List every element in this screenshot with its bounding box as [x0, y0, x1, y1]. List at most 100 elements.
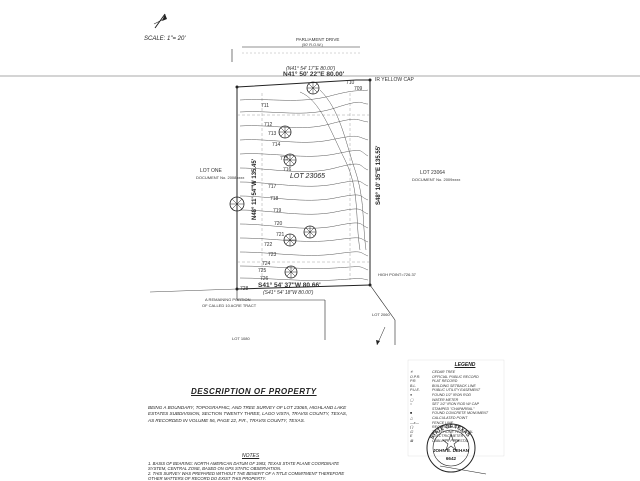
legend-symbol-icon: O.P.R.	[410, 374, 421, 379]
street-width: (50' R.O.W.)	[302, 43, 323, 47]
note-item: 1. BASIS OF BEARING: NORTH AMERICAN DATU…	[148, 461, 340, 471]
lot-boundary	[236, 79, 371, 290]
called-tract-label: OF CALLED 10 ACRE TRACT	[202, 303, 257, 308]
contour-label: 728	[240, 286, 249, 292]
contour-label: 711	[261, 103, 269, 109]
adjoining-lot-bottom: LOT 1080	[232, 336, 250, 341]
west-bearing: N48° 11' 54"W 135.45'	[252, 158, 258, 220]
adjoining-lot-bottom-right: LOT 2060	[372, 312, 390, 317]
east-bearing: S48° 10' 35"E 135.55'	[376, 145, 382, 205]
corner-marker-nw	[235, 85, 239, 89]
legend-symbol-icon: B.L.	[410, 383, 417, 388]
tree-cedar-4	[229, 196, 245, 212]
seal-surveyor-name: JOHN E. DEHAN	[433, 448, 469, 453]
legend-row: B.L.BUILDING SETBACK LINE	[410, 383, 476, 388]
south-bearing-record: (S41° 54' 18"W 80.00')	[263, 290, 314, 296]
legend-row: —x—FENCE LINE	[410, 420, 454, 425]
adjoining-lot-right: LOT 23064	[420, 170, 445, 176]
legend-symbol-icon: ○	[410, 402, 413, 407]
legend-symbol-icon: ■	[410, 411, 413, 416]
tree-cedar-2	[278, 125, 292, 139]
legend-row: ( )RECORD CALLS	[410, 425, 460, 430]
legend-frame	[407, 359, 505, 457]
contour-label: 709	[354, 86, 363, 92]
legend-symbol-icon: ⊠	[410, 438, 414, 443]
street-lines	[231, 46, 360, 62]
legend-row: ⊡TELEPHONE PEDESTAL	[410, 429, 474, 434]
description-title: DESCRIPTION OF PROPERTY	[191, 387, 317, 396]
leader-arrow-head	[376, 340, 380, 345]
adjoining-lot-one-doc: DOCUMENT No. 2008xxxx	[196, 175, 245, 180]
legend-row: STAMPED "CHAPARRAL"	[410, 407, 500, 412]
legend-symbol-icon: P.R.	[410, 379, 417, 384]
note-item: 2. THIS SURVEY WAS PREPARED WITHOUT THE …	[148, 471, 345, 481]
legend: LEGEND ✳CEDAR TREE O.P.R.OFFICIAL PUBLIC…	[410, 362, 500, 444]
north-arrow-icon	[153, 13, 167, 29]
legend-title: LEGEND	[454, 362, 476, 368]
notes-title: NOTES	[242, 453, 260, 459]
legend-symbol-icon: △	[410, 415, 413, 420]
notes-body: 1. BASIS OF BEARING: NORTH AMERICAN DATU…	[148, 461, 358, 481]
corner-marker-ne	[368, 78, 372, 82]
contour-label: 720	[274, 221, 283, 227]
contour-label: 719	[273, 208, 282, 214]
legend-symbol-icon: ✳	[410, 370, 414, 374]
contour-label: 714	[272, 142, 281, 148]
high-point-label: HIGH POINT=726.37	[378, 272, 416, 277]
description-body: BEING A BOUNDARY, TOPOGRAPHIC, AND TREE …	[148, 405, 348, 423]
adjoining-lot-one: LOT ONE	[200, 168, 222, 174]
tree-cedar-1	[306, 81, 320, 95]
remaining-portion-label: A REMAINING PORTION	[205, 297, 251, 302]
contour-label: 715	[280, 156, 289, 162]
lot-label: LOT 23065	[290, 173, 326, 180]
legend-row: P.R.PLAT RECORD	[410, 379, 458, 384]
legend-symbol-icon: ●	[410, 392, 413, 397]
legend-symbol-icon: E	[410, 434, 413, 439]
seal-number: 6642	[445, 456, 457, 461]
legend-symbol-icon: ( )	[410, 425, 414, 430]
legend-row: ▢WATER METER	[410, 397, 459, 402]
legend-row: ■FOUND CONCRETE MONUMENT	[410, 411, 489, 416]
legend-row: △CALCULATED POINT	[410, 415, 468, 420]
tree-cedar-3	[283, 153, 297, 167]
tree-cedar-5	[283, 233, 297, 247]
legend-symbol-icon: P.U.E.	[410, 388, 420, 393]
contour-label: 718	[270, 196, 279, 202]
legend-row: ⊠CABLE TV PEDESTAL	[410, 438, 469, 443]
legend-row: ○SET 1/2" IRON ROD W/ CAP	[410, 402, 480, 407]
adjoining-lot-right-doc: DOCUMENT No. 2009xxxx	[412, 177, 461, 182]
south-bearing: S41° 54' 37"W 80.66'	[258, 282, 321, 289]
contour-label: 723	[268, 252, 277, 258]
legend-row: O.P.R.OFFICIAL PUBLIC RECORD	[410, 374, 479, 379]
contour-label: 712	[264, 122, 273, 128]
scale-label: SCALE: 1"= 20'	[144, 36, 186, 42]
tree-cedar-7	[284, 265, 298, 279]
north-bearing-record: (N41° 54' 17"E 80.00')	[286, 66, 336, 72]
contour-label: 725	[258, 268, 267, 274]
adjoining-lines	[149, 284, 396, 345]
contour-lines	[239, 89, 369, 281]
legend-symbol-icon: ⊡	[410, 429, 414, 434]
legend-symbol-icon: ▢	[410, 397, 414, 402]
contour-label: 722	[264, 242, 273, 248]
contour-label: 710	[346, 80, 355, 86]
contour-label: 721	[276, 232, 285, 238]
contour-label: 724	[262, 261, 271, 267]
iron-rod-cap-label: IR YELLOW CAP	[375, 77, 414, 83]
legend-symbol-icon: —x—	[410, 420, 419, 425]
north-bearing: N41° 50' 22"E 80.00'	[283, 71, 345, 78]
street-name: PARLIAMENT DRIVE	[296, 37, 340, 42]
legend-row: P.U.E.PUBLIC UTILITY EASEMENT	[410, 388, 481, 393]
legend-row: ✳CEDAR TREE	[410, 370, 456, 374]
tree-cedar-6	[303, 225, 317, 239]
legend-row: ●FOUND 1/2" IRON ROD	[410, 392, 472, 397]
contour-label: 726	[260, 276, 269, 282]
contour-label: 716	[283, 167, 292, 173]
contour-label: 713	[268, 131, 277, 137]
corner-marker-se	[368, 283, 372, 287]
contour-label: 717	[268, 184, 277, 190]
corner-marker-sw	[235, 287, 239, 291]
